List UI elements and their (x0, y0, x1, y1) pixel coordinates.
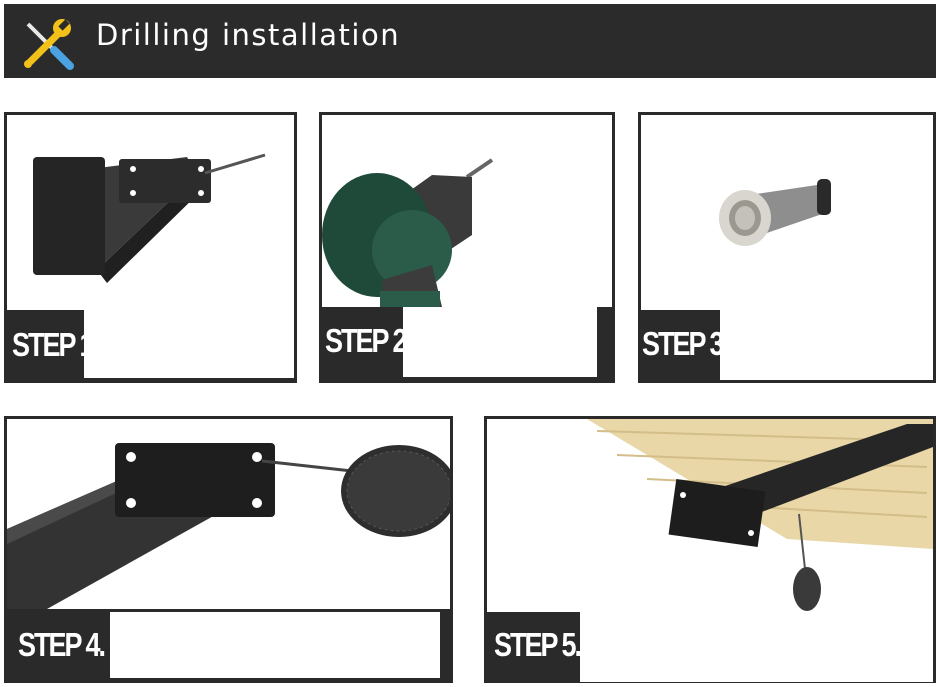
step-1-panel: STEP 1. (4, 112, 297, 383)
page-title: Drilling installation (96, 18, 401, 52)
step-3-panel: STEP 3. (638, 112, 936, 383)
step-2-panel: STEP 2. (319, 112, 615, 383)
step-4-caption-box (110, 612, 440, 678)
step-4-panel: STEP 4. (4, 416, 453, 683)
installed-bracket-image (487, 419, 933, 612)
step-2-caption-box (403, 307, 597, 377)
power-drill-image (322, 115, 612, 307)
bracket-with-screw-image (7, 115, 294, 310)
wall-anchor-image (641, 115, 933, 310)
step-3-caption-box (720, 310, 933, 380)
step-4-label: STEP 4. (18, 626, 106, 664)
step-3-label: STEP 3. (642, 325, 730, 363)
step-5-caption-box (580, 612, 933, 682)
step-5-panel: STEP 5. (484, 416, 936, 683)
screwing-bracket-image (7, 419, 450, 609)
step-2-label: STEP 2. (325, 322, 413, 360)
step-1-caption-box (84, 310, 294, 378)
step-5-label: STEP 5. (494, 626, 582, 664)
step-1-label: STEP 1. (12, 326, 100, 364)
tools-icon (18, 14, 76, 72)
header-bar: Drilling installation (4, 4, 936, 78)
